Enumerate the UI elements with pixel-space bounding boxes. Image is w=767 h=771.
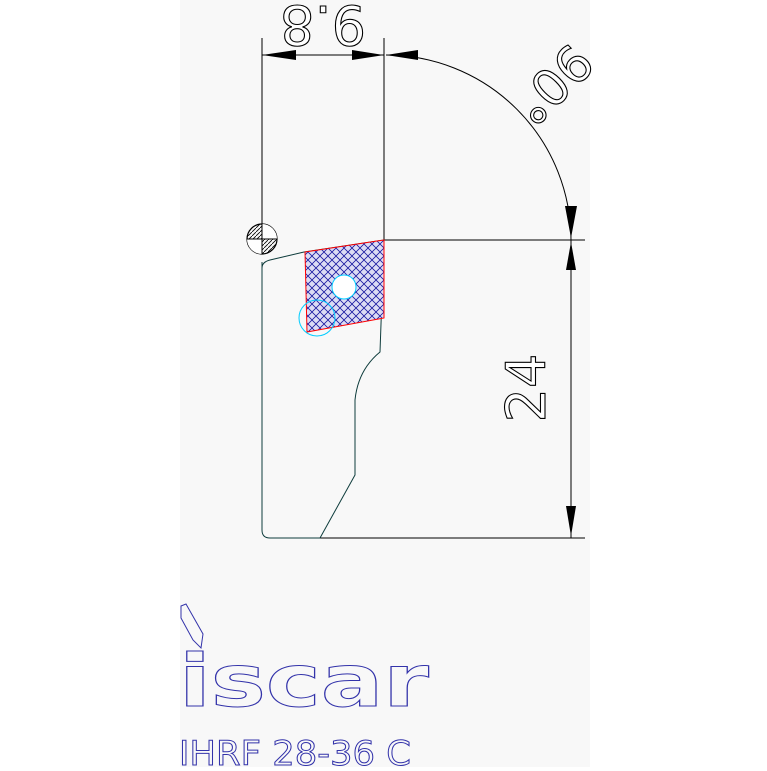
brand-logo: iscar xyxy=(179,603,430,724)
angle-arrowhead-end xyxy=(565,206,577,238)
height-arrowhead-top xyxy=(566,242,576,270)
sheet-background xyxy=(180,0,590,767)
part-number-label: IHRF 28-36 C xyxy=(179,734,411,767)
height-dimension xyxy=(320,239,585,539)
insert-screw-hole xyxy=(331,274,357,300)
center-mark-icon xyxy=(246,223,278,255)
height-arrowhead-bottom xyxy=(566,506,576,536)
arrowhead-left xyxy=(262,50,296,60)
logo-accent-mark xyxy=(180,603,204,650)
logo-wordmark: iscar xyxy=(179,639,430,723)
angle-arrowhead-start xyxy=(386,50,418,60)
tool-body-outline xyxy=(261,239,385,539)
width-dimension xyxy=(261,38,418,240)
insert-reference-circle xyxy=(298,299,336,337)
width-dimension-label: 9.8 xyxy=(280,0,366,56)
arrowhead-right xyxy=(352,50,384,60)
cutting-insert xyxy=(298,239,385,337)
angle-dimension xyxy=(385,54,577,241)
height-dimension-label: 24 xyxy=(495,354,558,423)
angle-arc xyxy=(385,54,572,241)
